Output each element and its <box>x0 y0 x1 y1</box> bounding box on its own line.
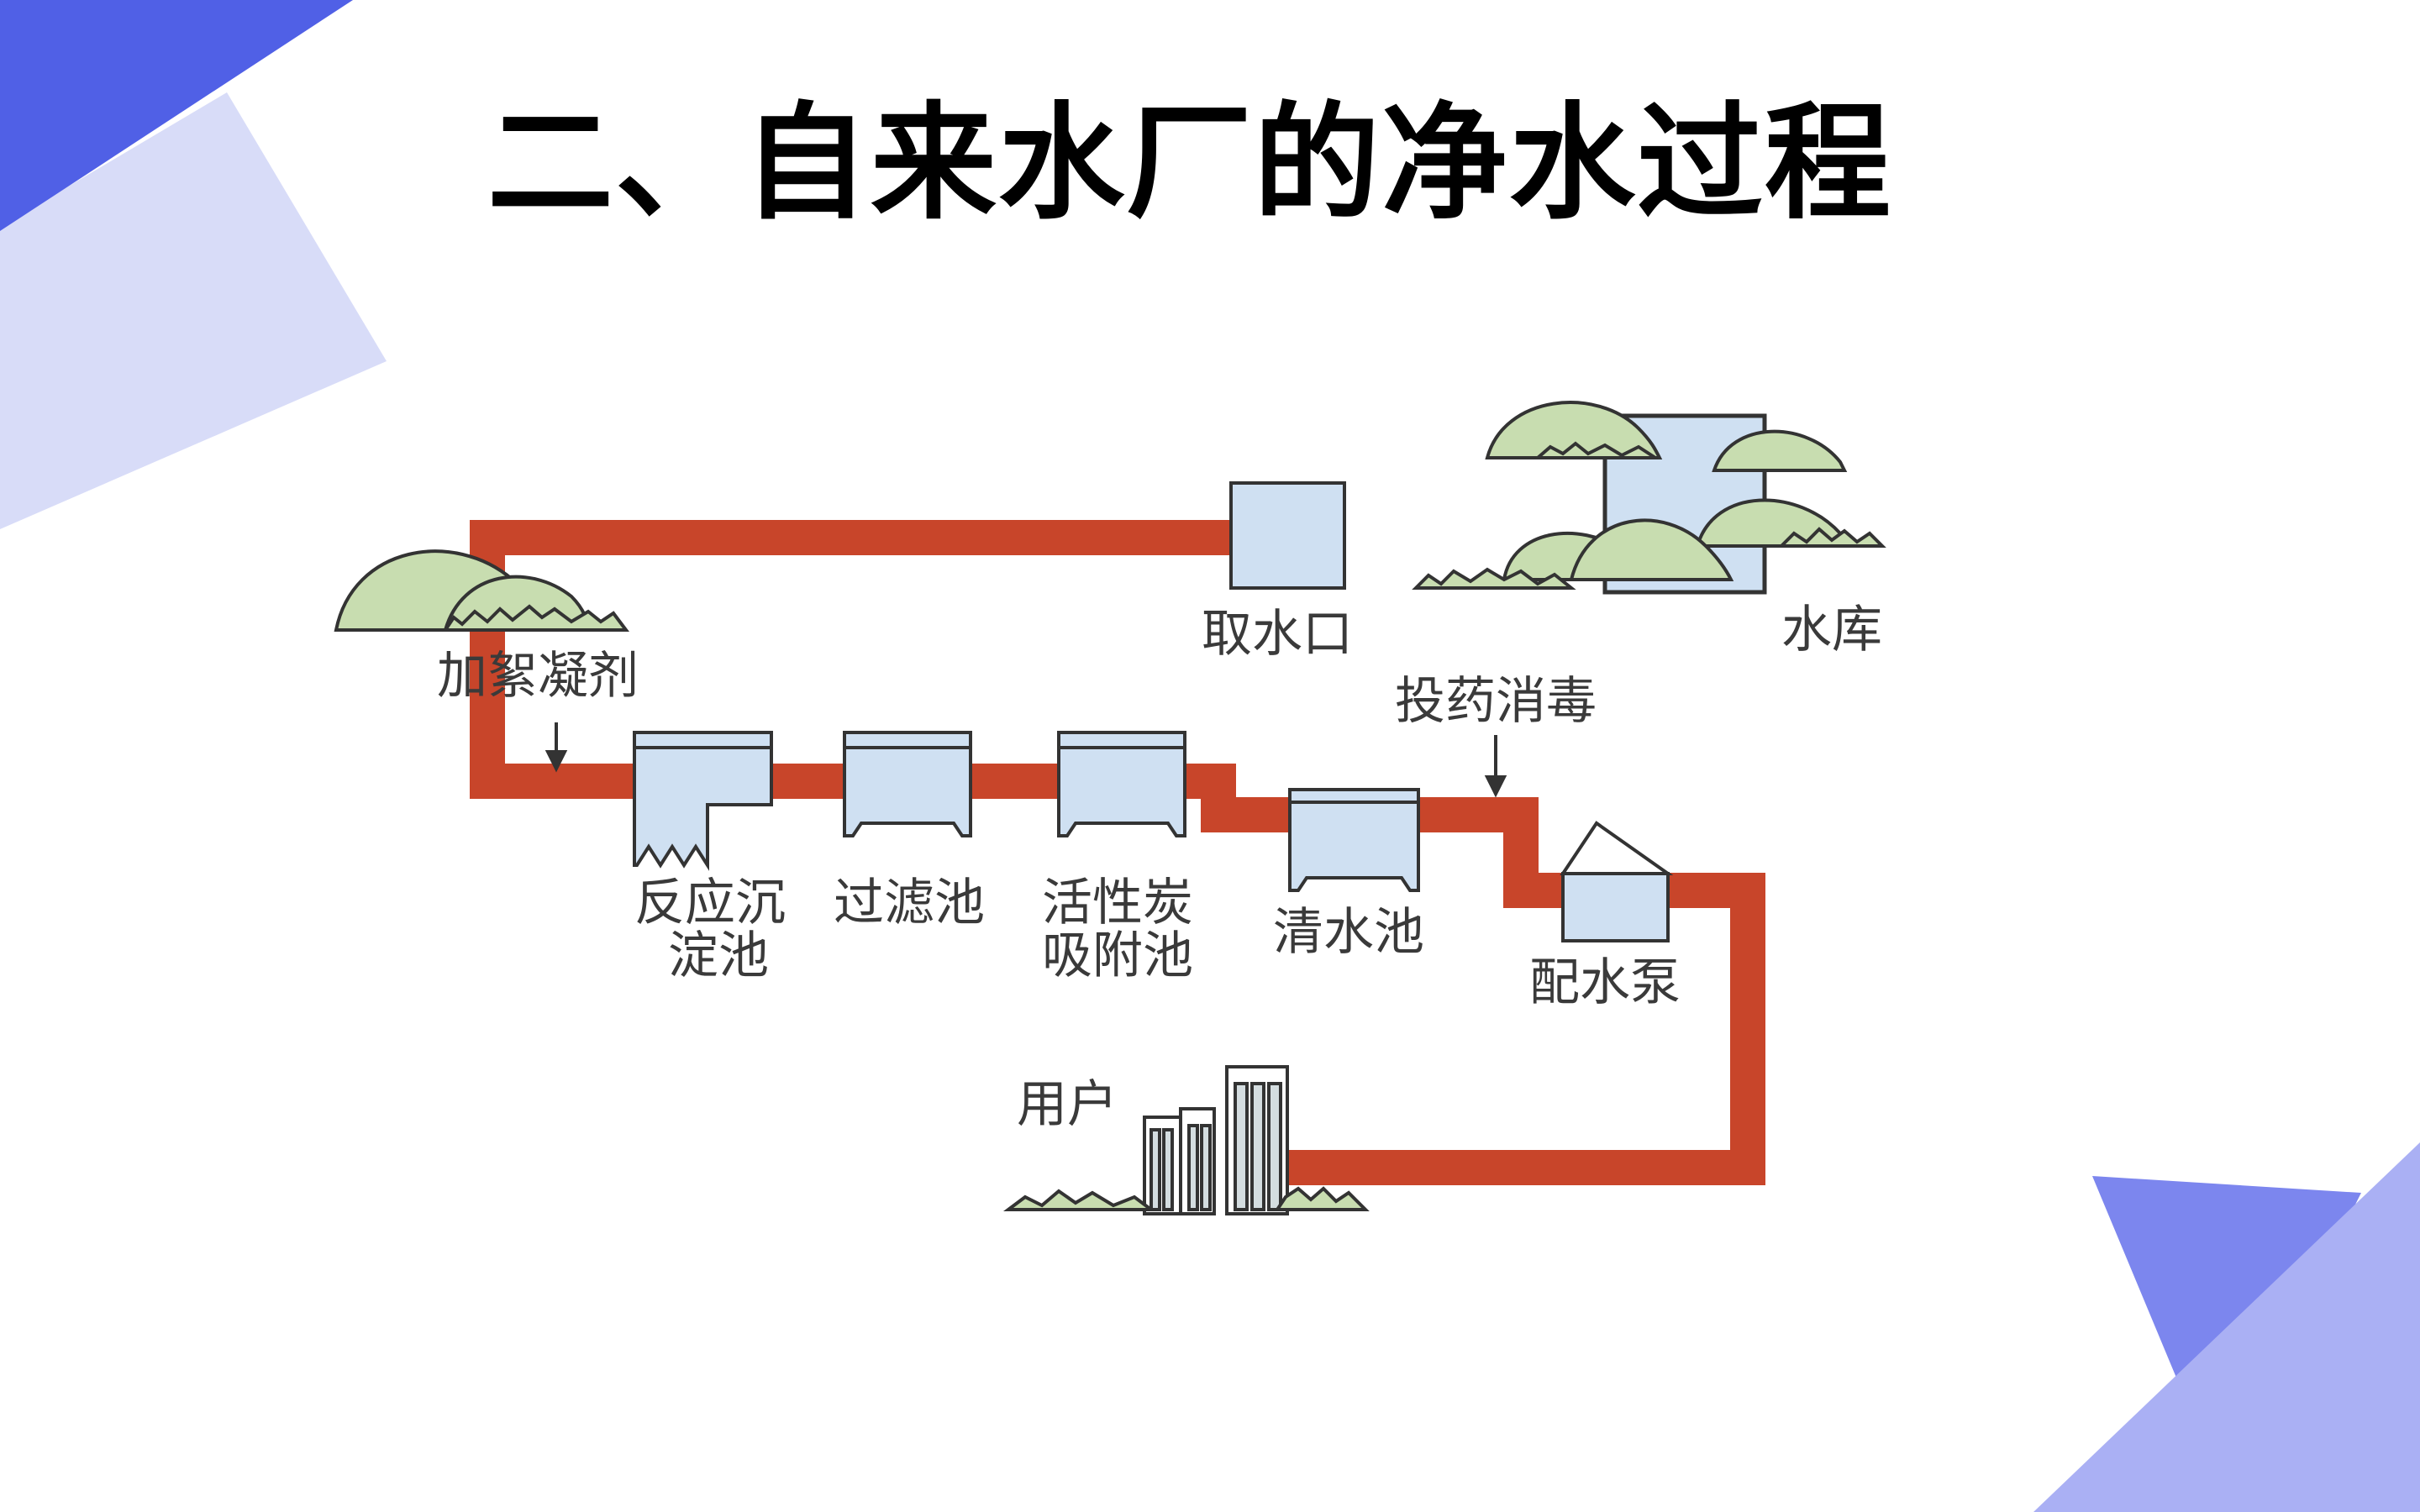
deco-light-top-left <box>0 92 387 529</box>
intake-box <box>1229 481 1346 590</box>
hills-left <box>334 549 629 632</box>
label-pump: 配水泵 <box>1529 953 1681 1012</box>
clear-water-tank <box>1288 788 1420 892</box>
page-title: 二、自来水厂的净水过程 <box>487 91 1893 237</box>
coagulant-arrow <box>544 722 568 773</box>
hill-res-5 <box>1569 518 1734 581</box>
deco-light-bottom-right <box>2033 1142 2420 1512</box>
carbon-tank <box>1057 731 1186 837</box>
label-filter: 过滤池 <box>834 874 985 932</box>
deco-blue-top-left <box>0 0 353 231</box>
disinfect-arrow <box>1484 735 1507 798</box>
label-reservoir: 水库 <box>1781 601 1882 659</box>
bush-left <box>442 604 629 632</box>
bush-res-1 <box>1533 441 1661 459</box>
label-carbon-line2: 吸附池 <box>1042 927 1193 985</box>
user-buildings <box>1003 1065 1370 1215</box>
label-users: 用户 <box>1017 1075 1118 1134</box>
label-disinfect: 投药消毒 <box>1395 672 1597 731</box>
label-carbon-line1: 活性炭 <box>1042 874 1193 932</box>
water-purification-diagram: 取水口 水库 加絮凝剂 投药消毒 反应沉 淀池 过滤池 活性炭 吸附池 清水池 … <box>334 401 1886 1215</box>
hills-reservoir <box>1412 401 1886 590</box>
label-clear-water: 清水池 <box>1273 903 1424 962</box>
hill-res-2 <box>1712 429 1848 472</box>
label-intake: 取水口 <box>1202 605 1353 664</box>
hill-res-3 <box>1695 498 1847 548</box>
sedimentation-tank <box>633 731 773 871</box>
bush-res-2 <box>1777 527 1886 548</box>
label-sedimentation-line1: 反应沉 <box>634 874 786 932</box>
bush-users <box>1003 1186 1370 1211</box>
pump-house <box>1560 821 1674 942</box>
label-coagulant: 加絮凝剂 <box>437 647 639 706</box>
hill-res-1 <box>1485 401 1663 459</box>
bush-res-3 <box>1412 567 1576 590</box>
filter-tank <box>843 731 972 837</box>
label-sedimentation-line2: 淀池 <box>668 927 769 985</box>
